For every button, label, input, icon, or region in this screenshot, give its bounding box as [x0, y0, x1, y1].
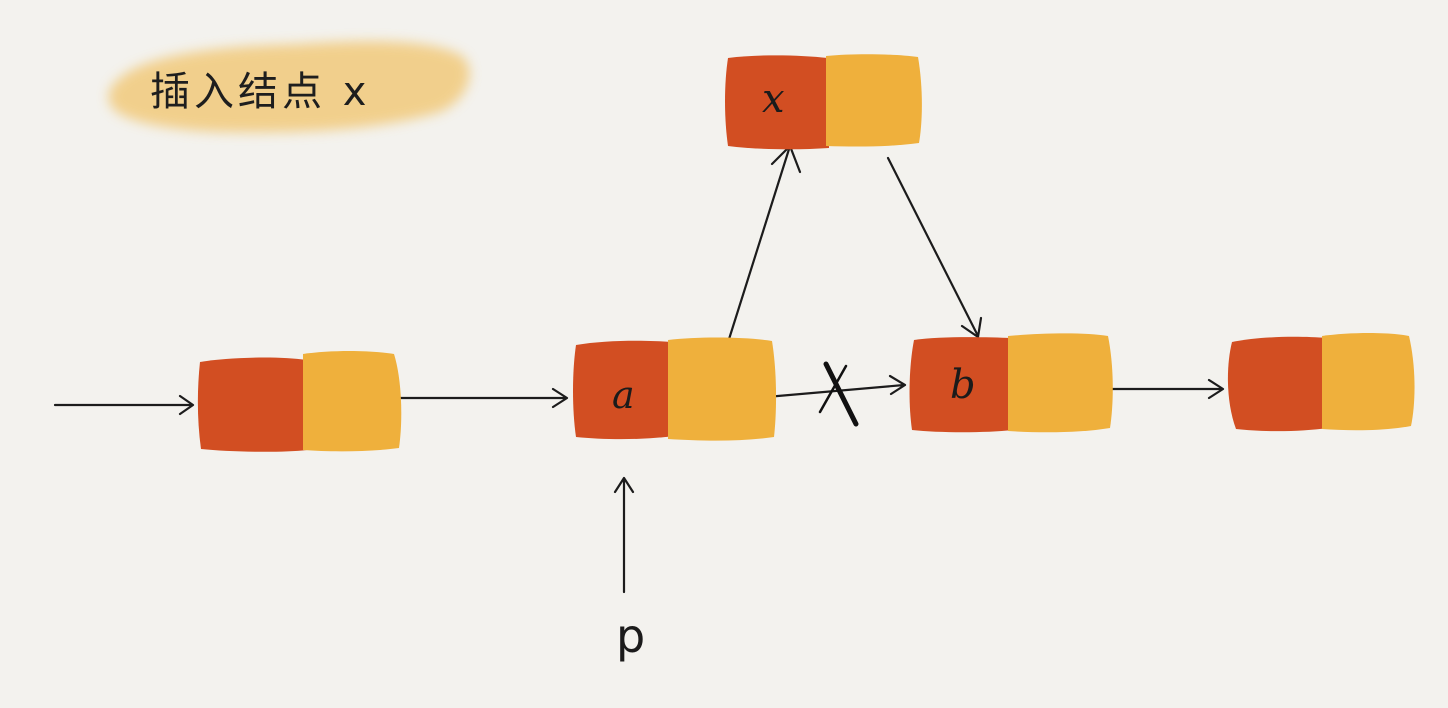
head-arrow	[53, 394, 195, 416]
node-next-cell	[826, 54, 922, 147]
node-label-a: a	[612, 373, 635, 417]
node-data-cell	[573, 340, 673, 440]
arrow-a-to-b-old	[753, 374, 907, 400]
node-data-cell	[197, 357, 307, 452]
cross-mark	[823, 361, 859, 427]
cross-mark-2	[818, 364, 848, 414]
title-highlight	[108, 41, 470, 133]
node-data-cell	[725, 55, 829, 150]
node-next-cell	[303, 351, 402, 452]
node-label-b: b	[950, 362, 976, 408]
node-next-cell	[1008, 333, 1113, 433]
node-next-cell	[668, 337, 777, 441]
arrow-first-to-a	[376, 387, 569, 409]
list-node-x: x	[725, 54, 922, 150]
list-node-a: a	[573, 337, 777, 441]
node-label-x: x	[762, 76, 785, 122]
title-text: 插入结点 x	[150, 69, 370, 115]
node-next-cell	[1322, 333, 1415, 431]
node-data-cell	[909, 337, 1013, 433]
list-node-last	[1227, 333, 1415, 432]
arrow-x-to-b	[886, 156, 983, 339]
node-data-cell	[1227, 336, 1328, 432]
title-group: 插入结点 x	[108, 41, 470, 133]
pointer-arrow	[613, 476, 635, 594]
pointer-label-p: p	[616, 609, 645, 663]
list-node-b: b	[909, 333, 1113, 433]
list-node-first	[197, 351, 402, 452]
